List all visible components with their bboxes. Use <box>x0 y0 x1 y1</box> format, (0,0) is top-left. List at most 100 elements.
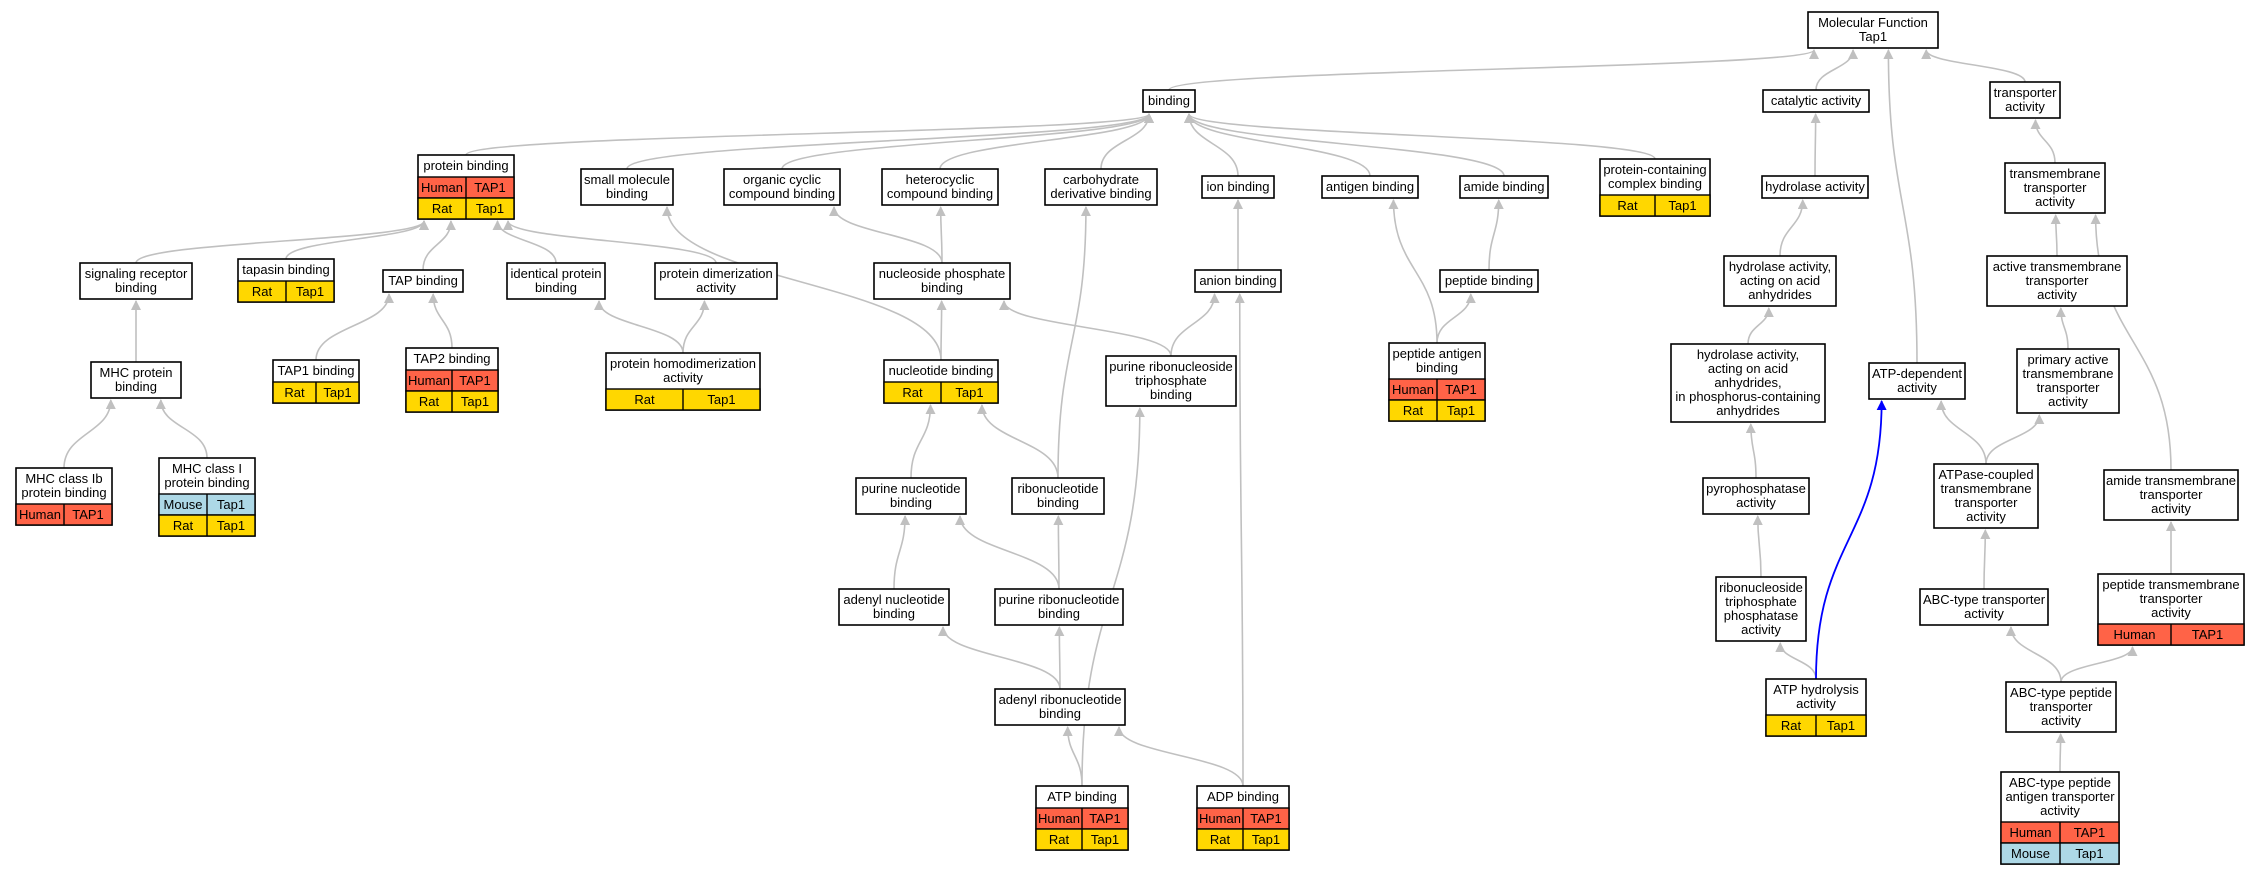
term-label-line: acting on acid <box>1740 273 1820 288</box>
term-label-line: ribonucleoside <box>1719 580 1803 595</box>
edge-nuc_phosphate-to-heterocyclic <box>935 206 946 264</box>
term-label-line: activity <box>1964 606 2004 621</box>
edge-purine_ribonuc-to-purine_nuc <box>955 515 1060 590</box>
term-label-line: protein-containing <box>1603 162 1706 177</box>
term-node-anion[interactable]: anion binding <box>1194 269 1282 293</box>
term-label-line: purine ribonucleoside <box>1109 359 1233 374</box>
term-node-hydrolase[interactable]: hydrolase activity <box>1761 175 1869 199</box>
gene-symbol: Tap1 <box>296 284 324 299</box>
edge-atp_dependent-to-mf <box>1883 49 1918 364</box>
term-label-line: transporter <box>2024 180 2088 195</box>
edge-abc_peptide_antigen-to-abc_peptide <box>2055 733 2066 773</box>
term-node-box <box>1201 175 1275 199</box>
term-node-peptide_tm[interactable]: peptide transmembranetransporteractivity… <box>2097 573 2245 646</box>
edge-active_tm-to-transmembrane <box>2050 214 2061 257</box>
edge-abc_peptide-to-abc_type <box>2005 626 2062 683</box>
term-node-box <box>79 262 193 300</box>
term-label-line: protein binding <box>21 485 106 500</box>
term-node-hyd_anhydrides[interactable]: hydrolase activity,acting on acidanhydri… <box>1723 255 1837 307</box>
term-node-binding[interactable]: binding <box>1142 89 1196 113</box>
term-node-amide[interactable]: amide binding <box>1459 175 1549 199</box>
term-node-atpase_coupled[interactable]: ATPase-coupledtransmembranetransporterac… <box>1933 463 2039 529</box>
edge-transmembrane-to-transporter <box>2030 119 2056 164</box>
term-label-line: compound binding <box>887 186 993 201</box>
term-label-line: activity <box>1741 622 1781 637</box>
term-node-peptide[interactable]: peptide binding <box>1439 269 1539 293</box>
term-node-ion[interactable]: ion binding <box>1201 175 1275 199</box>
term-label-line: nucleotide binding <box>889 363 994 378</box>
edge-homodimer-to-dimerization <box>682 300 710 354</box>
term-label-line: tapasin binding <box>242 262 329 277</box>
species-name: Rat <box>419 394 440 409</box>
term-label-line: ribonucleotide <box>1018 481 1099 496</box>
term-label-line: amide binding <box>1464 179 1545 194</box>
term-node-rnt_phosphatase[interactable]: ribonucleosidetriphosphatephosphataseact… <box>1715 576 1807 642</box>
term-node-primary_active[interactable]: primary activetransmembranetransporterac… <box>2016 348 2120 414</box>
term-label-line: antigen transporter <box>2005 789 2115 804</box>
edge-protein_binding-to-binding <box>465 113 1154 156</box>
term-label-line: transporter <box>2037 380 2101 395</box>
term-node-hyd_phosph[interactable]: hydrolase activity,acting on acidanhydri… <box>1670 343 1826 423</box>
term-label-line: hydrolase activity <box>1765 179 1865 194</box>
edge-antigen-to-binding <box>1184 113 1371 177</box>
term-label-line: MHC class I <box>172 461 242 476</box>
term-label-line: ATP hydrolysis <box>1773 682 1859 697</box>
term-node-tap_binding[interactable]: TAP binding <box>382 269 464 293</box>
term-label-line: hydrolase activity, <box>1697 347 1799 362</box>
term-node-box <box>580 168 674 206</box>
term-node-box <box>90 361 182 399</box>
edge-org_cyclic-to-binding <box>781 113 1154 170</box>
gene-symbol: Tap1 <box>1091 832 1119 847</box>
term-label-line: acting on acid <box>1708 361 1788 376</box>
term-label-line: transmembrane <box>2022 366 2113 381</box>
term-node-catalytic[interactable]: catalytic activity <box>1762 89 1870 113</box>
gene-symbol: Tap1 <box>1447 403 1475 418</box>
term-node-box <box>1989 81 2061 119</box>
term-label-line: activity <box>2005 99 2045 114</box>
term-node-antigen[interactable]: antigen binding <box>1321 175 1419 199</box>
edge-primary_active-to-active_tm <box>2055 307 2069 350</box>
term-label-line: activity <box>2151 501 2191 516</box>
term-node-box <box>881 168 999 206</box>
term-label-line: binding <box>115 379 157 394</box>
term-label-line: transporter <box>2140 591 2204 606</box>
